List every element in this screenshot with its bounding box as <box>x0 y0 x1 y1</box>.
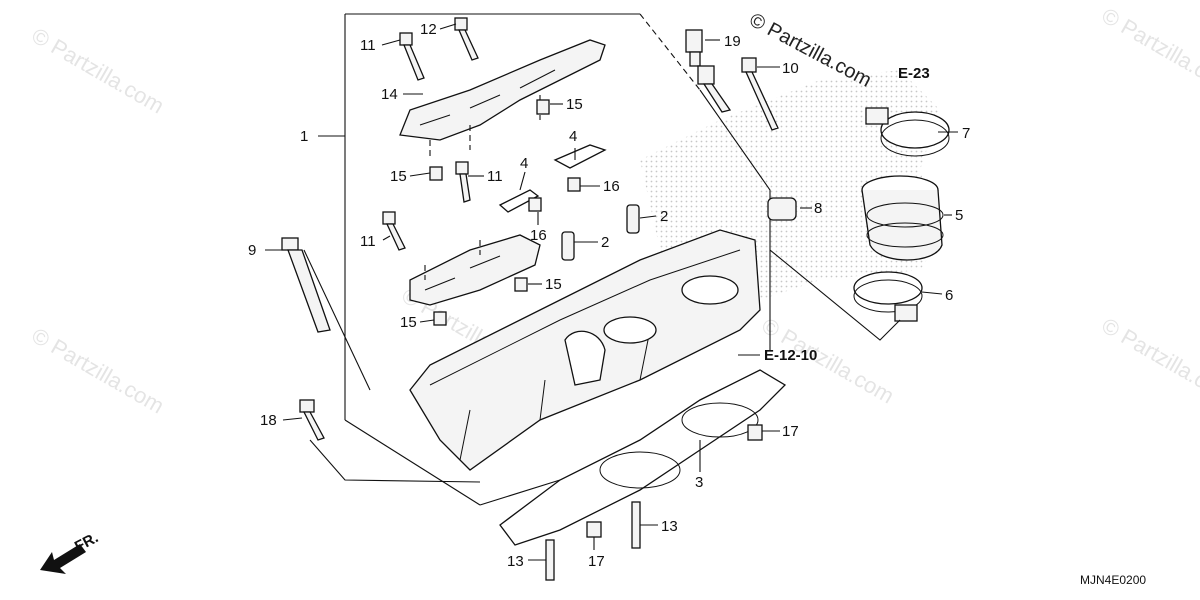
callout-15-b: 15 <box>390 168 407 185</box>
dowel-16-a <box>567 177 581 192</box>
watermark-text: © Partzilla.com <box>1098 313 1200 409</box>
callout-4-upper: 4 <box>569 128 577 145</box>
callout-8: 8 <box>814 200 822 217</box>
clamp-band-6 <box>853 271 923 322</box>
reference-e-23: E-23 <box>898 65 930 82</box>
callout-17-left: 17 <box>588 553 605 570</box>
camshaft-holder-upper <box>399 39 606 160</box>
insulator-5 <box>861 175 944 261</box>
bolts <box>281 17 779 441</box>
callout-11-mid: 11 <box>487 168 503 185</box>
front-direction-arrow: FR. <box>40 529 101 574</box>
callout-11-low: 11 <box>360 233 376 250</box>
callout-16-b: 16 <box>530 227 547 244</box>
dowel-15-c <box>514 277 528 292</box>
callout-4-lower: 4 <box>520 155 528 172</box>
callout-10: 10 <box>782 60 799 77</box>
dowel-15-b <box>429 166 443 181</box>
callout-11-top: 11 <box>360 37 376 54</box>
callout-13-left: 13 <box>507 553 524 570</box>
dowel-16-b <box>528 197 542 212</box>
callout-2-upper: 2 <box>660 208 668 225</box>
bolt-9 <box>281 237 331 333</box>
camshaft-holder-lower <box>409 234 541 306</box>
bolt-11-mid <box>455 161 471 203</box>
dowel-15-d <box>433 311 447 326</box>
watermark-text: © Partzilla.com <box>28 323 169 419</box>
dowel-15-a <box>536 99 550 115</box>
callout-14: 14 <box>381 86 398 103</box>
callout-3: 3 <box>695 474 703 491</box>
callout-7: 7 <box>962 125 970 142</box>
callout-1: 1 <box>300 128 308 145</box>
callout-6: 6 <box>945 287 953 304</box>
clamp-band-7 <box>865 107 950 157</box>
callout-12: 12 <box>420 21 437 38</box>
valve-guide-2-upper <box>626 204 640 234</box>
cylinder-head-gasket <box>499 369 787 546</box>
callout-15-d: 15 <box>400 314 417 331</box>
assembly-boundary <box>344 13 771 506</box>
watermark-text: © Partzilla.com <box>1098 3 1200 99</box>
callout-15-a: 15 <box>566 96 583 113</box>
diagram-code: MJN4E0200 <box>1080 573 1146 587</box>
gasket-4-lower <box>498 189 540 213</box>
callout-16-a: 16 <box>603 178 620 195</box>
callout-13-right: 13 <box>661 518 678 535</box>
callout-19: 19 <box>724 33 741 50</box>
callout-2-lower: 2 <box>601 234 609 251</box>
main-watermark: © Partzilla.com <box>746 9 875 92</box>
callout-9: 9 <box>248 242 256 259</box>
callout-15-c: 15 <box>545 276 562 293</box>
bolt-10 <box>741 57 779 131</box>
watermark-text: © Partzilla.com <box>28 23 169 119</box>
reference-e-12-10: E-12-10 <box>764 347 817 364</box>
callout-labels: 1 2 2 3 4 4 5 6 7 8 9 10 11 11 11 12 13 … <box>248 21 970 570</box>
callout-5: 5 <box>955 207 963 224</box>
cylinder-head <box>409 229 761 471</box>
exhaust-port <box>564 330 606 386</box>
bolt-11-low <box>382 211 406 251</box>
callout-18: 18 <box>260 412 277 429</box>
bolt-11-top <box>399 32 425 81</box>
dowel-17-right <box>747 424 763 441</box>
bolt-12 <box>454 17 479 61</box>
spark-plug-19 <box>685 29 732 113</box>
grommet-8 <box>767 197 797 221</box>
intake-port <box>681 275 739 305</box>
valve-guide-2-lower <box>561 231 575 261</box>
stud-13-right <box>631 501 641 549</box>
stud-13-left <box>545 539 555 581</box>
callout-17-right: 17 <box>782 423 799 440</box>
leader-lines <box>265 23 958 561</box>
dowel-17-left <box>586 521 602 538</box>
bolt-18 <box>299 399 325 441</box>
intake-port <box>603 316 657 344</box>
gasket-4-upper <box>553 144 607 169</box>
arrow-icon <box>40 544 86 574</box>
